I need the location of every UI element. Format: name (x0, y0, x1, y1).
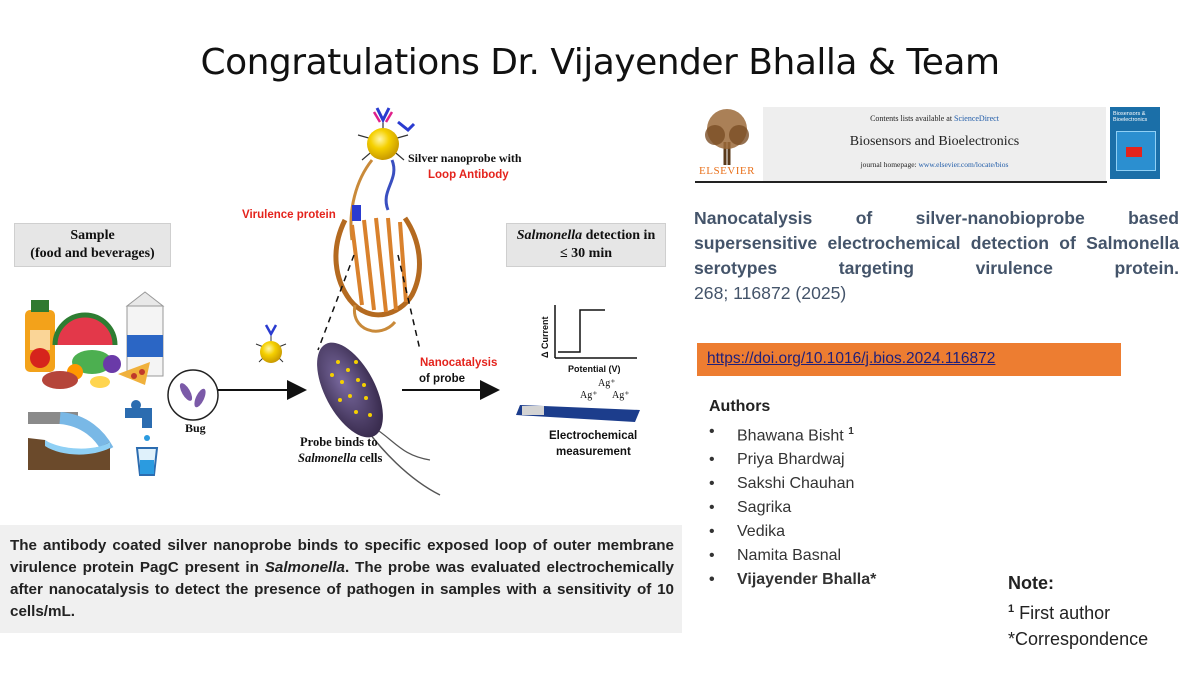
sample-label-2: (food and beverages) (30, 246, 155, 261)
bug-illustration (167, 369, 219, 421)
graph-xlabel: Potential (V) (568, 364, 621, 374)
ag-label-1: Ag⁺ (598, 378, 616, 389)
journal-divider (695, 181, 1107, 183)
nanocatalysis-label-1: Nanocatalysis (420, 357, 497, 369)
slide-title: Congratulations Dr. Vijayender Bhalla & … (200, 42, 1000, 83)
author-item: Priya Bhardwaj (709, 448, 989, 472)
author-item-corresponding: Vijayender Bhalla* (709, 568, 989, 592)
nanoprobe-label-1: Silver nanoprobe with (408, 151, 522, 165)
graph-ylabel: Δ Current (540, 317, 550, 358)
sample-label-box: Sample (food and beverages) (14, 223, 171, 267)
note-section: Note: 1 First author *Correspondence (1008, 570, 1188, 652)
food-beverages-illustration (25, 291, 165, 389)
contents-line: Contents lists available at ScienceDirec… (870, 114, 999, 123)
journal-homepage: journal homepage: www.elsevier.com/locat… (860, 160, 1009, 169)
salmonella-cell-illustration (317, 342, 441, 496)
journal-banner: ELSEVIER Contents lists available at Sci… (695, 107, 1162, 183)
author-item: Vedika (709, 520, 989, 544)
nanoprobe-illustration (357, 107, 416, 161)
paper-citation: 268; 116872 (2025) (694, 283, 847, 303)
author-item: Namita Basnal (709, 544, 989, 568)
summary-box: The antibody coated silver nanoprobe bin… (0, 525, 682, 633)
author-item: Sagrika (709, 496, 989, 520)
water-illustration (28, 400, 159, 476)
ag-label-3: Ag⁺ (612, 390, 630, 401)
note-heading: Note: (1008, 573, 1054, 593)
probe-binds-label-2: Salmonella cells (298, 451, 383, 465)
doi-box: https://doi.org/10.1016/j.bios.2024.1168… (697, 343, 1121, 376)
nanoprobe-label-2: Loop Antibody (428, 169, 509, 181)
electrode-strip (516, 405, 640, 422)
author-item: Bhawana Bisht 1 (709, 420, 989, 448)
detection-label-1: Salmonella detection in (516, 228, 656, 243)
elsevier-logo: ELSEVIER (695, 107, 759, 179)
paper-title-text: Nanocatalysis of silver-nanobioprobe bas… (694, 208, 1179, 278)
probe-binds-label-1: Probe binds to (300, 435, 378, 449)
doi-link[interactable]: https://doi.org/10.1016/j.bios.2024.1168… (707, 350, 996, 367)
detection-label-2: ≤ 30 min (559, 246, 613, 261)
journal-name: Biosensors and Bioelectronics (849, 134, 1020, 149)
current-potential-graph (554, 305, 637, 359)
graphical-abstract-art: Silver nanoprobe with Loop Antibody Viru… (25, 107, 640, 496)
note-correspondence: *Correspondence (1008, 629, 1149, 649)
nanocatalysis-label-2: of probe (419, 373, 465, 385)
journal-info-panel: Contents lists available at ScienceDirec… (763, 107, 1106, 181)
graphical-abstract: Silver nanoprobe with Loop Antibody Viru… (0, 100, 690, 520)
electrochem-label-2: measurement (556, 446, 631, 458)
authors-heading: Authors (709, 398, 771, 415)
cover-accent (1126, 147, 1142, 157)
elsevier-wordmark: ELSEVIER (699, 165, 755, 177)
small-nanoprobe-illustration (255, 324, 287, 363)
ag-label-2: Ag⁺ (580, 390, 598, 401)
authors-list: Bhawana Bisht 1 Priya Bhardwaj Sakshi Ch… (709, 420, 989, 592)
summary-text: The antibody coated silver nanoprobe bin… (10, 537, 674, 620)
virulence-protein-illustration (333, 159, 422, 333)
bug-label: Bug (185, 421, 206, 435)
journal-cover: Biosensors & Bioelectronics (1110, 107, 1160, 179)
author-item: Sakshi Chauhan (709, 472, 989, 496)
authors-section: Authors Bhawana Bisht 1 Priya Bhardwaj S… (709, 398, 989, 592)
detection-label-box: Salmonella detection in ≤ 30 min (506, 223, 666, 267)
sample-label-1: Sample (70, 228, 115, 243)
virulence-protein-label: Virulence protein (242, 209, 336, 221)
journal-cover-title: Biosensors & Bioelectronics (1113, 111, 1148, 123)
note-first-author: 1 First author (1008, 603, 1111, 623)
electrochem-label-1: Electrochemical (549, 430, 637, 442)
paper-title: Nanocatalysis of silver-nanobioprobe bas… (694, 206, 1179, 306)
